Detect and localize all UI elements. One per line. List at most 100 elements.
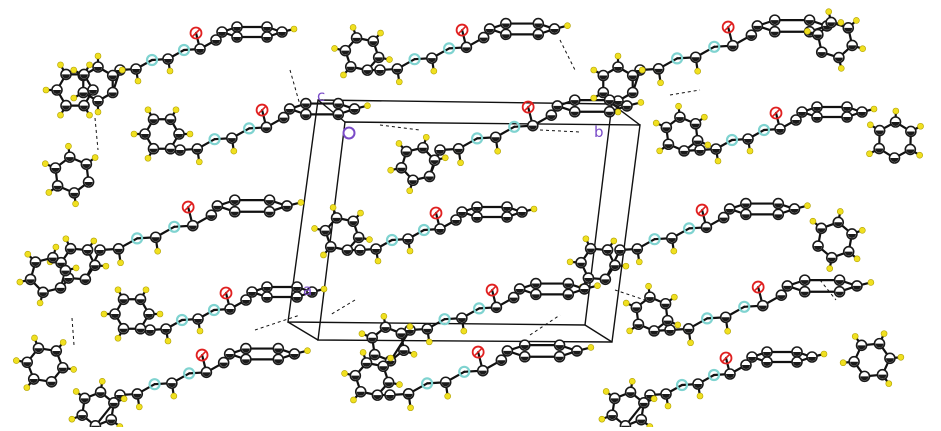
hydrogen-atom [71,95,77,101]
hydrogen-atom [366,237,372,243]
hydrogen-atom [131,131,137,137]
hydrogen-atom [407,188,413,194]
unit-cell-edge [288,322,318,340]
hydrogen-atom [495,148,501,154]
bond-layer [16,12,920,427]
hydrogen-atom [187,131,193,137]
hydrogen-atom [145,107,151,113]
hydrogen-atom [676,103,682,109]
hydrogen-atom [695,68,701,74]
hydrogen-atom [603,388,609,394]
hydrogen-atom [868,279,874,285]
hydrogen-atom [623,300,629,306]
hydrogen-atom [25,251,31,257]
hydrogen-atom [95,53,101,59]
hydrogen-atom [118,260,124,266]
hydrogen-atom [115,287,121,293]
hydrogen-atom [653,120,659,126]
hydrogen-atom [71,67,77,73]
hydrogen-atom [31,335,37,341]
hydrogen-atom [60,339,66,345]
hydrogen-atom [671,248,677,254]
hydrogen-atom [588,344,594,350]
hydrogen-atom [196,159,202,165]
hydrogen-atom [87,62,93,68]
hydrogen-atom [101,311,107,317]
hydrogen-atom [564,23,570,29]
hydrogen-atom [136,404,142,410]
hydrogen-atom [647,424,653,427]
hydrogen-atom [898,354,904,360]
hydrogen-atom [407,324,413,330]
hydrogen-atom [53,244,59,250]
hydrogen-atom [71,366,77,372]
hydrogen-atom [17,279,23,285]
hydrogen-atom [396,79,402,85]
hydrogen-atom [804,203,810,209]
hydrogen-atom [646,283,652,289]
unit-cell-edge [585,325,612,342]
hydrogen-atom [43,87,49,93]
hydrogen-bond [72,318,74,345]
hydrogen-atom [145,155,151,161]
hydrogen-atom [639,67,645,73]
hydrogen-atom [321,286,327,292]
hydrogen-atom [881,331,887,337]
hydrogen-atom [73,265,79,271]
axis-label-c: c [317,89,325,104]
hydrogen-atom [804,28,810,34]
hydrogen-atom [381,313,387,319]
hydrogen-atom [167,68,173,74]
axis-label-a: a [303,283,312,298]
hydrogen-atom [350,397,356,403]
hydrogen-atom [350,24,356,30]
hydrogen-atom [65,143,71,149]
hydrogen-bond [290,70,300,105]
hydrogen-atom [24,385,30,391]
hydrogen-atom [611,238,617,244]
hydrogen-atom [408,405,414,411]
hydrogen-atom [893,108,899,114]
hydrogen-atom [73,201,79,207]
hydrogen-atom [358,210,364,216]
origin-atom [344,128,355,139]
hydrogen-atom [810,218,816,224]
hydrogen-atom [119,67,125,73]
hydrogen-atom [378,30,384,36]
hydrogen-atom [388,355,394,361]
hydrogen-atom [837,208,843,214]
hydrogen-atom [442,155,448,161]
hydrogen-atom [917,152,923,158]
hydrogen-atom [388,167,394,173]
hydrogen-atom [623,263,629,269]
hydrogen-atom [423,134,429,140]
hydrogen-atom [165,338,171,344]
hydrogen-atom [37,300,43,306]
hydrogen-atom [375,258,381,264]
hydrogen-atom [665,403,671,409]
hydrogen-atom [157,311,163,317]
hydrogen-atom [871,106,877,112]
hydrogen-atom [838,65,844,71]
hydrogen-bond-layer [72,40,836,345]
hydrogen-atom [658,80,664,86]
hydrogen-bond [380,125,420,130]
hydrogen-atom [197,328,203,334]
hydrogen-atom [697,393,703,399]
hydrogen-atom [629,378,635,384]
hydrogen-atom [701,114,707,120]
hydrogen-atom [859,227,865,233]
hydrogen-atom [458,160,464,166]
hydrogen-atom [431,68,437,74]
hydrogen-atom [332,45,338,51]
hydrogen-atom [58,62,64,68]
hydrogen-atom [615,53,621,59]
hydrogen-atom [73,388,79,394]
hydrogen-atom [95,109,101,115]
hydrogen-bond [330,300,355,315]
hydrogen-atom [13,358,19,364]
hydrogen-atom [599,416,605,422]
hydrogen-atom [396,382,402,388]
hydrogen-atom [91,238,97,244]
hydrogen-atom [155,248,161,254]
